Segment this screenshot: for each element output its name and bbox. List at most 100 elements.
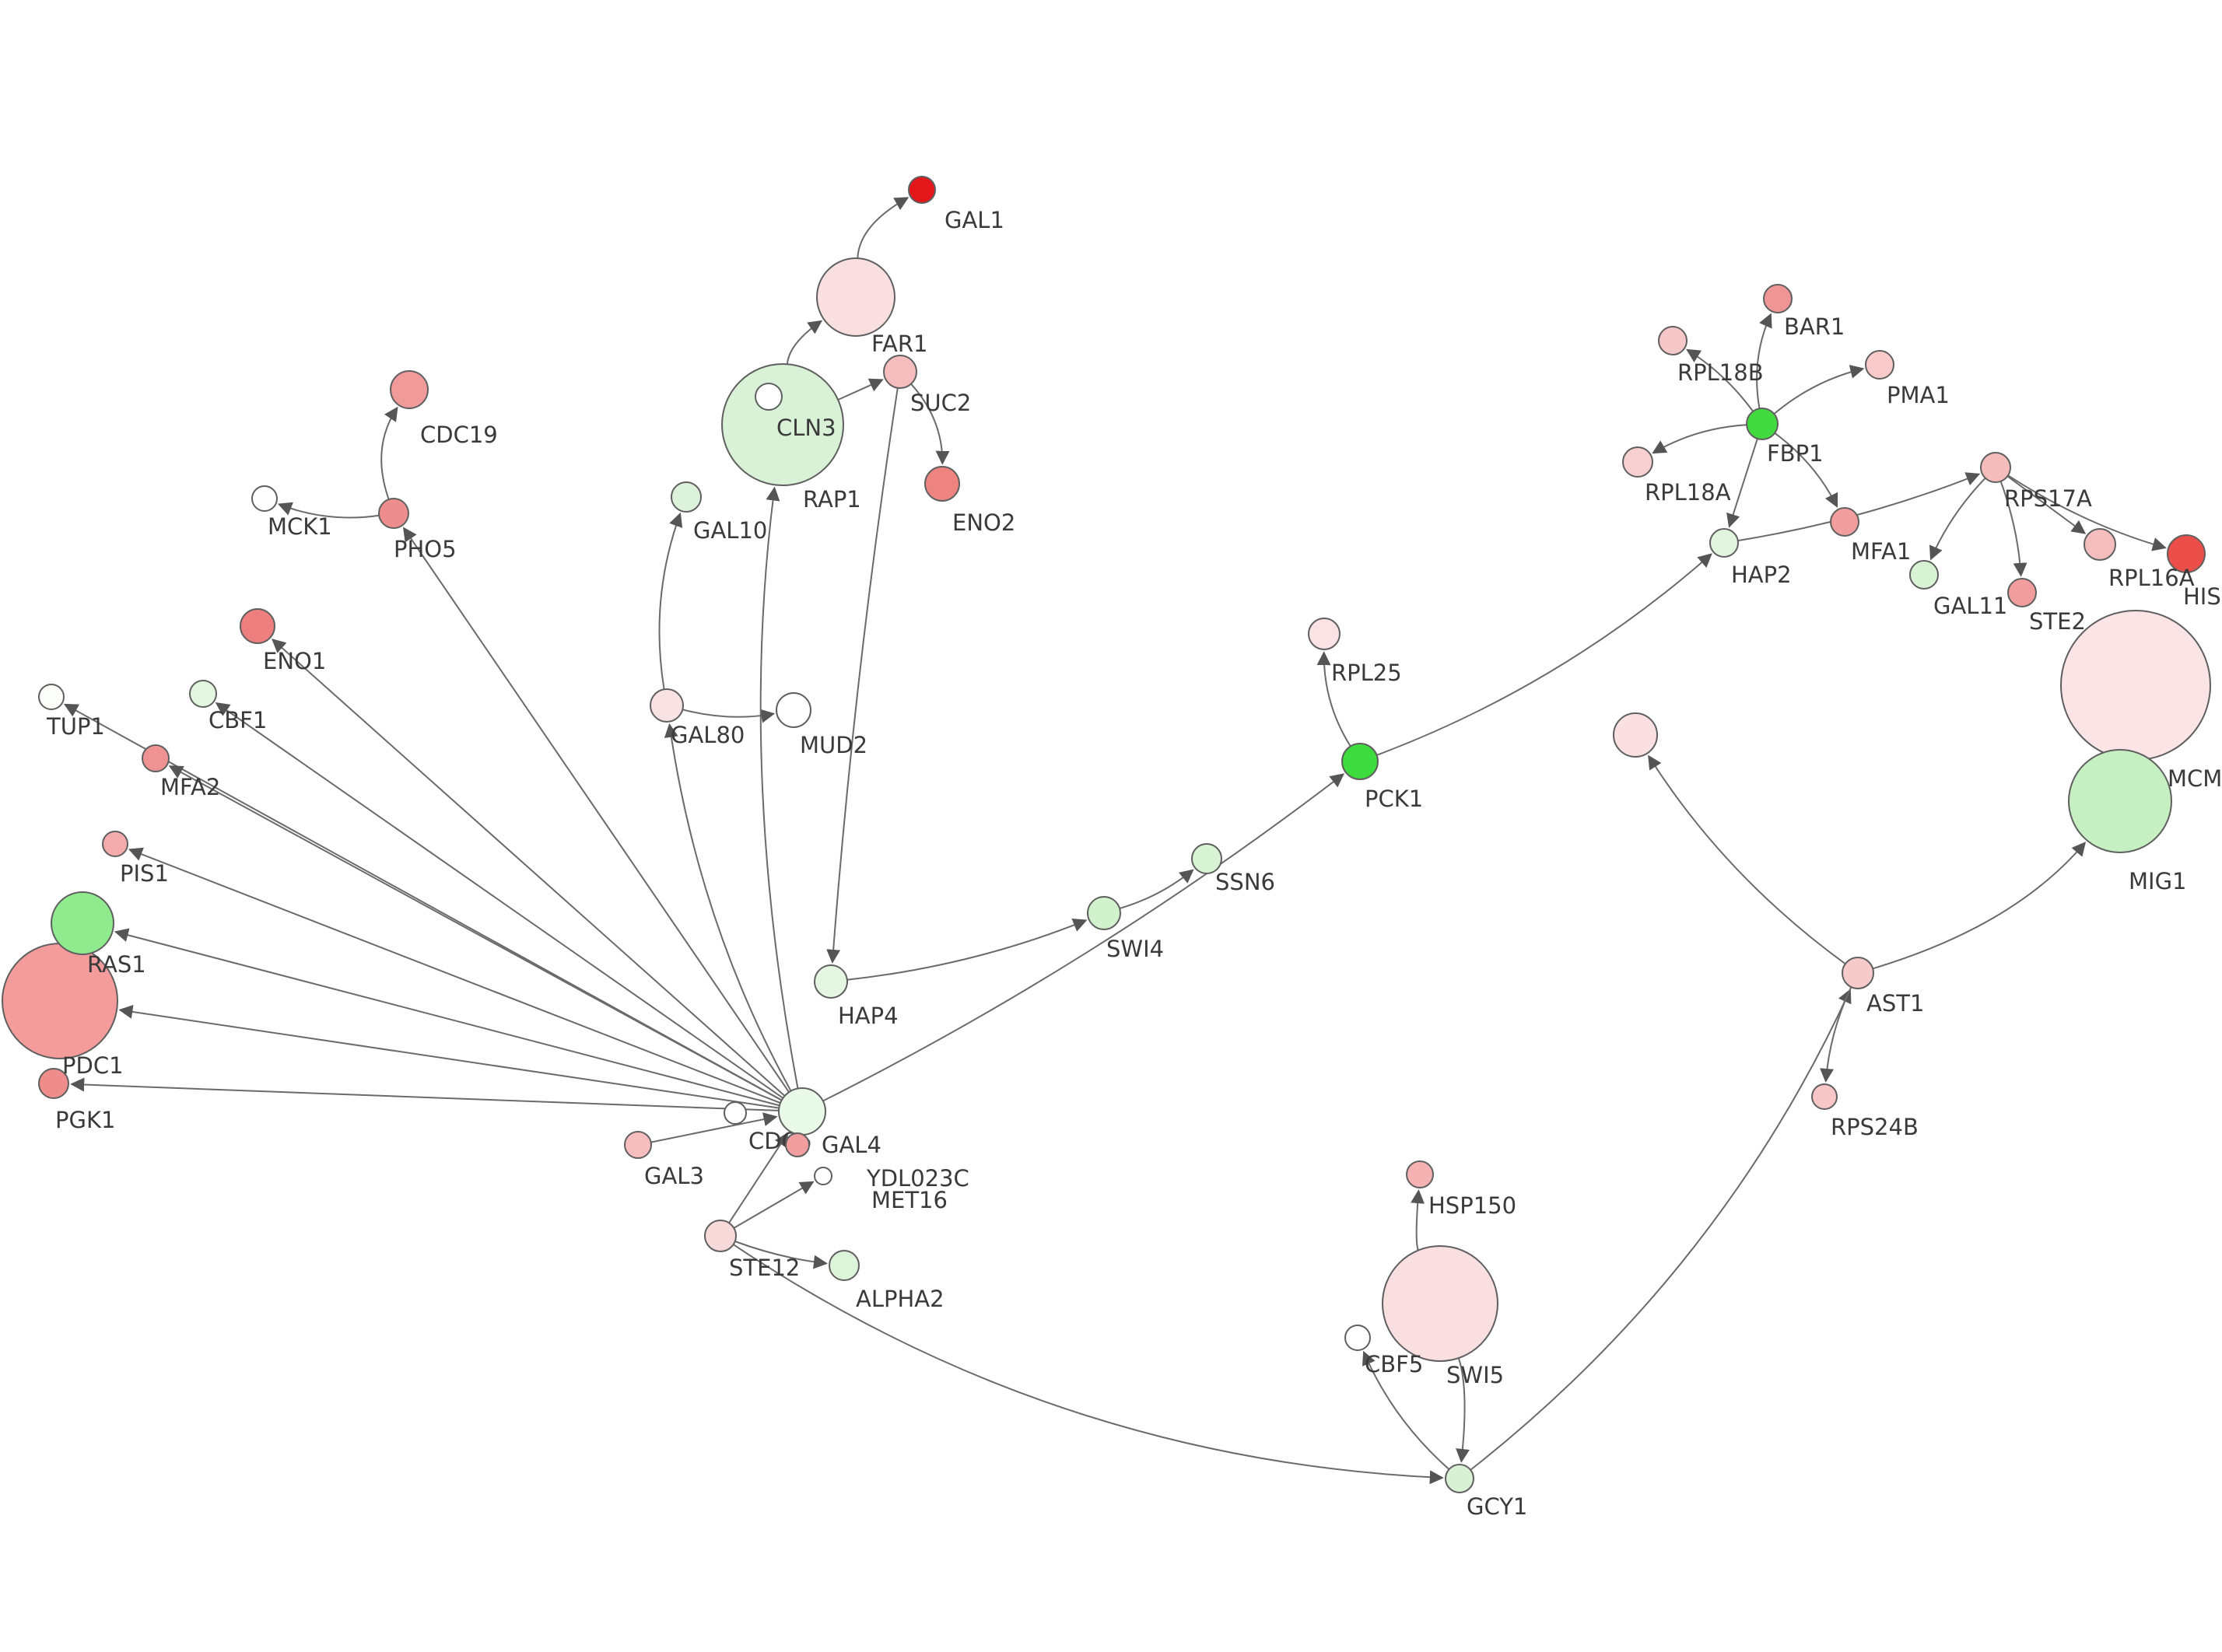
node-PHO5[interactable] (378, 498, 409, 529)
edge-FBP1-RPL18B[interactable] (1686, 348, 1754, 412)
node-RPS17A[interactable] (1980, 452, 2011, 483)
node-PCK1[interactable] (1341, 743, 1379, 780)
edge-GCY1-CBF5[interactable] (1362, 1350, 1450, 1470)
edge-AST1-RPS24B[interactable] (1820, 986, 1852, 1083)
node-NODEX[interactable] (1613, 712, 1658, 758)
edge-GAL4-MFA2[interactable] (168, 765, 783, 1101)
edge-HAP2-RPS17A[interactable] (1737, 472, 1981, 542)
edge-GAL4-PHO5[interactable] (402, 527, 790, 1093)
edge-FAR1-GAL1[interactable] (857, 197, 909, 259)
edge-GAL80-GAL10[interactable] (658, 512, 683, 690)
node-RPL18B[interactable] (1658, 326, 1688, 355)
edge-RPS17A-RPL16A[interactable] (2006, 475, 2087, 534)
edge-GCY1-AST1[interactable] (1470, 989, 1852, 1471)
edge-SUC2-ENO2[interactable] (910, 383, 950, 465)
edge-GAL4-PGK1[interactable] (70, 1077, 780, 1111)
edge-STE12-ALPHA2[interactable] (734, 1241, 828, 1269)
node-PMA1[interactable] (1865, 350, 1894, 380)
node-MFA2[interactable] (142, 744, 170, 772)
node-SUC2[interactable] (883, 355, 917, 389)
node-MIG1[interactable] (2068, 749, 2172, 853)
edge-GAL3-GAL4[interactable] (650, 1112, 778, 1143)
edge-GAL4-RAP1[interactable] (759, 486, 799, 1089)
edge-FBP1-HAP2[interactable] (1726, 438, 1758, 528)
node-STE12[interactable] (704, 1220, 737, 1252)
edge-PCK1-HAP2[interactable] (1376, 553, 1712, 756)
node-SWI5[interactable] (1382, 1245, 1498, 1362)
node-GAL3[interactable] (624, 1131, 652, 1159)
node-CBF1[interactable] (189, 680, 217, 708)
node-CDC6[interactable] (724, 1101, 747, 1125)
edge-GAL4-ENO1[interactable] (272, 639, 786, 1097)
node-SSN6[interactable] (1191, 843, 1222, 874)
node-MET16[interactable] (814, 1167, 832, 1185)
edge-GAL4-PCK1[interactable] (822, 773, 1345, 1102)
node-GAL1[interactable] (908, 176, 936, 204)
edge-GAL4-RAS1[interactable] (114, 928, 780, 1107)
node-PIS1[interactable] (102, 831, 128, 857)
node-MUD2[interactable] (776, 692, 811, 728)
node-CDC19[interactable] (390, 370, 429, 409)
node-GAL10[interactable] (671, 481, 702, 513)
edge-GAL4-CBF1[interactable] (215, 702, 783, 1099)
edge-PHO5-CDC19[interactable] (380, 406, 398, 500)
node-ENO1[interactable] (240, 608, 275, 644)
node-HAP2[interactable] (1709, 528, 1739, 558)
edge-SUC2-HAP4[interactable] (826, 387, 899, 964)
edge-FBP1-RPL18A[interactable] (1652, 424, 1747, 454)
node-MCK1[interactable] (251, 485, 278, 512)
edge-STE12-MET16[interactable] (733, 1181, 815, 1229)
node-FBP1[interactable] (1746, 408, 1779, 440)
edge-STE12-GAL4[interactable] (728, 1132, 789, 1223)
node-GAL11[interactable] (1909, 560, 1939, 590)
node-TUP1[interactable] (38, 684, 65, 710)
node-RAS1[interactable] (51, 891, 114, 955)
edge-RPS17A-GAL11[interactable] (1929, 478, 1986, 561)
node-GCY1[interactable] (1445, 1464, 1474, 1493)
node-RPS24B[interactable] (1811, 1083, 1838, 1110)
edge-GAL4-GAL80[interactable] (664, 723, 792, 1092)
edge-SWI4-SSN6[interactable] (1119, 869, 1194, 909)
edge-GAL4-PIS1[interactable] (128, 847, 781, 1104)
node-RPL25[interactable] (1308, 618, 1341, 650)
node-ENO2[interactable] (924, 466, 960, 502)
node-GAL4[interactable] (778, 1087, 826, 1136)
node-HIS4[interactable] (2167, 534, 2206, 573)
node-RPL16A[interactable] (2084, 528, 2116, 561)
edge-SWI5-GCY1[interactable] (1456, 1357, 1470, 1463)
node-YDL023C[interactable] (785, 1132, 810, 1157)
edge-SWI5-HSP150[interactable] (1411, 1189, 1425, 1251)
node-GAL80[interactable] (650, 688, 684, 723)
node-CLN3[interactable] (755, 383, 783, 411)
edge-RPS17A-STE2[interactable] (1999, 481, 2027, 577)
edge-FBP1-MFA1[interactable] (1774, 432, 1838, 508)
node-AST1[interactable] (1842, 957, 1874, 989)
edge-PHO5-MCK1[interactable] (277, 502, 380, 519)
node-HSP150[interactable] (1406, 1160, 1434, 1188)
edge-FBP1-PMA1[interactable] (1773, 365, 1865, 415)
edge-HAP4-SWI4[interactable] (846, 919, 1088, 981)
edge-RAP1-FAR1[interactable] (786, 320, 823, 365)
edge-GAL80-MUD2[interactable] (682, 709, 776, 723)
edge-AST1-MIG1[interactable] (1872, 842, 2087, 970)
edge-RAP1-SUC2[interactable] (837, 378, 884, 401)
node-HAP4[interactable] (814, 964, 848, 999)
edge-FBP1-BAR1[interactable] (1756, 313, 1772, 409)
node-SWI4[interactable] (1087, 896, 1121, 930)
node-ALPHA2[interactable] (829, 1250, 860, 1281)
node-CBF5[interactable] (1344, 1325, 1371, 1351)
node-PGK1[interactable] (38, 1068, 69, 1099)
node-STE2[interactable] (2007, 578, 2037, 607)
node-MFA1[interactable] (1830, 507, 1859, 537)
edge-AST1-NODEX[interactable] (1648, 754, 1846, 965)
edge-PCK1-RPL25[interactable] (1316, 651, 1351, 747)
edge-STE12-GCY1[interactable] (733, 1244, 1444, 1485)
node-RPL18A[interactable] (1622, 446, 1653, 478)
node-BAR1[interactable] (1763, 284, 1793, 313)
node-RAP1[interactable] (721, 363, 844, 486)
edge-GAL4-PDC1[interactable] (118, 1004, 780, 1109)
node-FAR1[interactable] (816, 257, 895, 337)
edge-RPS17A-HIS4[interactable] (2007, 474, 2167, 551)
